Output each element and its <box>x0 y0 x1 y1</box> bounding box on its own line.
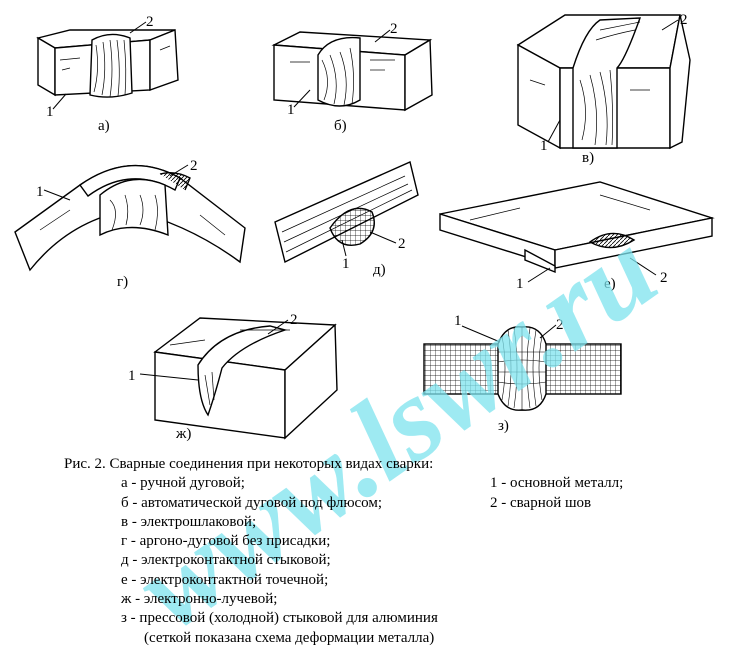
panel-b-label-2: 2 <box>390 21 398 37</box>
panel-v-letter: в) <box>582 150 594 166</box>
panel-g-letter: г) <box>117 274 128 290</box>
panel-g <box>14 164 246 272</box>
figure-caption: Рис. 2. Сварные соединения при некоторых… <box>64 455 724 648</box>
caption-note: (сеткой показана схема деформации металл… <box>144 629 435 646</box>
panel-a-letter: а) <box>98 118 110 134</box>
panel-d-label-2: 2 <box>398 236 406 252</box>
panel-b-letter: б) <box>334 118 347 134</box>
panel-a-label-1: 1 <box>46 104 54 120</box>
panel-z-label-1: 1 <box>454 313 462 329</box>
panel-a <box>36 28 179 98</box>
panel-e <box>439 181 715 274</box>
panel-zh-letter: ж) <box>175 426 191 442</box>
panel-b <box>271 31 433 112</box>
panel-z-label-2: 2 <box>556 317 564 333</box>
panel-z <box>423 326 622 411</box>
caption-item-zh: ж - электронно-лучевой; <box>121 591 278 608</box>
panel-d-letter: д) <box>373 262 386 278</box>
panel-v-label-1: 1 <box>540 138 548 154</box>
panel-zh <box>153 317 338 440</box>
caption-item-b: б - автоматической дуговой под флюсом; <box>121 494 383 511</box>
caption-item-d: д - электроконтактной стыковой; <box>121 552 331 569</box>
welded-joints-figure: 2 1 а) 2 1 б) 2 1 в) <box>14 12 715 442</box>
caption-item-g: г - аргоно-дуговой без присадки; <box>121 533 331 550</box>
panel-b-label-1: 1 <box>287 102 295 118</box>
caption-legend-1: 1 - основной металл; <box>490 475 624 492</box>
panel-g-label-1: 1 <box>36 184 44 200</box>
caption-item-v: в - электрошлаковой; <box>121 513 257 530</box>
panel-d-label-1: 1 <box>342 256 350 272</box>
caption-legend-2: 2 - сварной шов <box>490 494 592 511</box>
caption-title: Рис. 2. Сварные соединения при некоторых… <box>64 456 434 472</box>
panel-zh-label-1: 1 <box>128 368 136 384</box>
panel-v-label-2: 2 <box>680 12 688 28</box>
panel-v <box>516 14 691 150</box>
panel-e-label-2: 2 <box>660 270 668 286</box>
caption-item-e: е - электроконтактной точечной; <box>121 571 329 588</box>
panel-zh-label-2: 2 <box>290 312 298 328</box>
panel-z-letter: з) <box>498 418 509 434</box>
panel-e-label-1: 1 <box>516 276 524 292</box>
panel-g-label-2: 2 <box>190 158 198 174</box>
panel-d <box>274 161 419 264</box>
panel-e-letter: е) <box>604 276 616 292</box>
caption-item-z: з - прессовой (холодной) стыковой для ал… <box>121 610 438 627</box>
caption-item-a: а - ручной дуговой; <box>121 475 245 492</box>
panel-a-label-2: 2 <box>146 14 154 30</box>
